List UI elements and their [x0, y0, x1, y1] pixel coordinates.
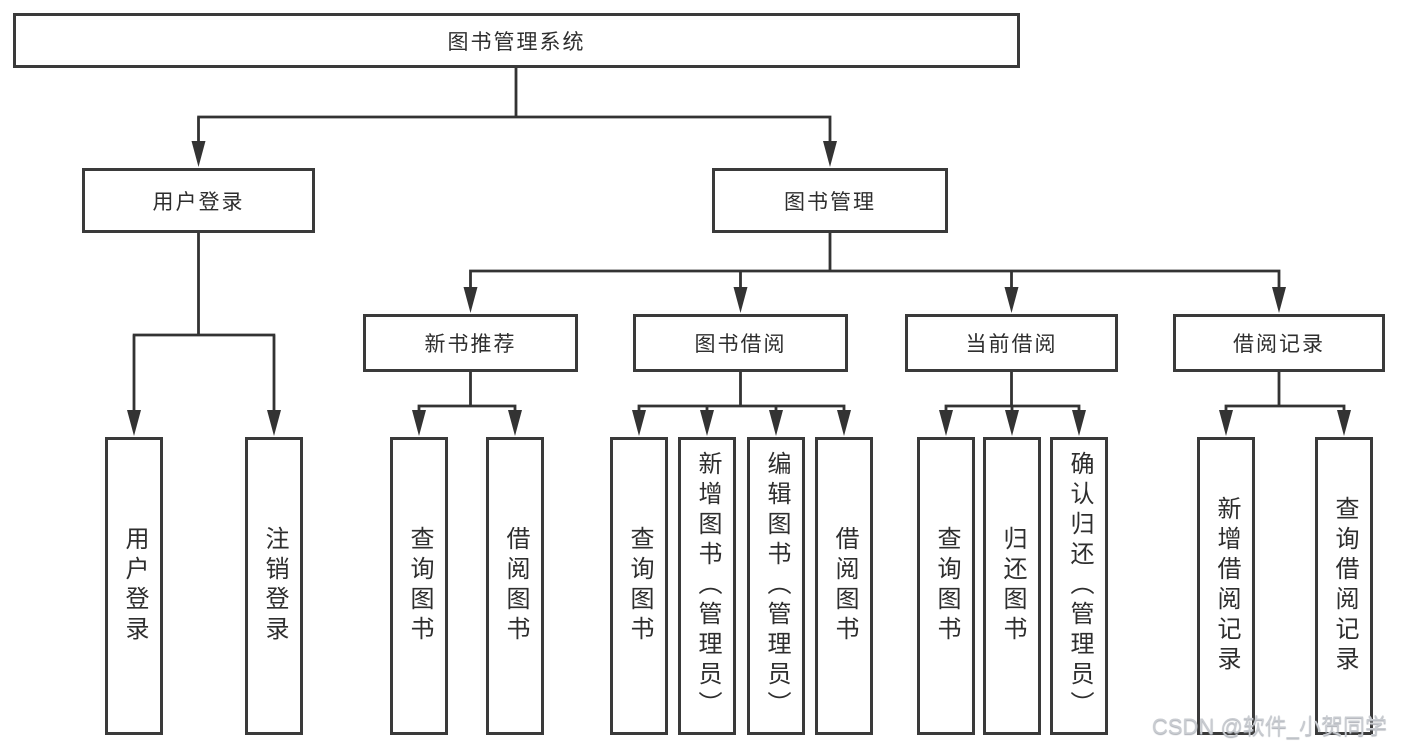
node-root: 图书管理系统	[13, 13, 1020, 68]
leaf-add-book-admin: 新增图书（管理员）	[678, 437, 736, 735]
leaf-query-borrow-record-label: 查询借阅记录	[1331, 496, 1358, 676]
leaf-borrow-query-books: 查询图书	[610, 437, 668, 735]
node-borrow-records: 借阅记录	[1173, 314, 1385, 372]
leaf-recommend-borrow-books: 借阅图书	[486, 437, 544, 735]
node-current-borrow-label: 当前借阅	[965, 333, 1058, 356]
leaf-add-book-admin-label: 新增图书（管理员）	[694, 451, 721, 721]
leaf-borrow-borrow-books: 借阅图书	[815, 437, 873, 735]
leaf-confirm-return-admin-label: 确认归还（管理员）	[1066, 451, 1093, 721]
leaf-logout-label: 注销登录	[261, 526, 288, 646]
leaf-recommend-query-books-label: 查询图书	[406, 526, 433, 646]
node-new-book-recommend: 新书推荐	[363, 314, 578, 372]
leaf-recommend-query-books: 查询图书	[390, 437, 448, 735]
leaf-add-borrow-record-label: 新增借阅记录	[1213, 496, 1240, 676]
node-book-borrow-label: 图书借阅	[694, 333, 787, 356]
leaf-borrow-query-books-label: 查询图书	[626, 526, 653, 646]
leaf-current-query-books: 查询图书	[917, 437, 975, 735]
leaf-user-login: 用户登录	[105, 437, 163, 735]
leaf-current-query-books-label: 查询图书	[933, 526, 960, 646]
arrowheads	[127, 141, 1351, 436]
node-book-borrow: 图书借阅	[633, 314, 848, 372]
leaf-add-borrow-record: 新增借阅记录	[1197, 437, 1255, 735]
leaf-confirm-return-admin: 确认归还（管理员）	[1050, 437, 1108, 735]
node-user-login-label: 用户登录	[152, 190, 245, 214]
leaf-query-borrow-record: 查询借阅记录	[1315, 437, 1373, 735]
leaf-recommend-borrow-books-label: 借阅图书	[502, 526, 529, 646]
node-current-borrow: 当前借阅	[905, 314, 1118, 372]
leaf-logout: 注销登录	[245, 437, 303, 735]
leaf-edit-book-admin-label: 编辑图书（管理员）	[763, 451, 790, 721]
leaf-return-books-label: 归还图书	[999, 526, 1026, 646]
node-borrow-records-label: 借阅记录	[1233, 333, 1325, 356]
leaf-user-login-label: 用户登录	[121, 526, 148, 646]
node-book-management: 图书管理	[712, 168, 948, 233]
leaf-edit-book-admin: 编辑图书（管理员）	[747, 437, 805, 735]
node-user-login: 用户登录	[82, 168, 315, 233]
node-new-book-recommend-label: 新书推荐	[424, 333, 517, 356]
node-book-management-label: 图书管理	[784, 190, 876, 214]
leaf-return-books: 归还图书	[983, 437, 1041, 735]
node-root-label: 图书管理系统	[447, 30, 586, 54]
leaf-borrow-borrow-books-label: 借阅图书	[831, 526, 858, 646]
